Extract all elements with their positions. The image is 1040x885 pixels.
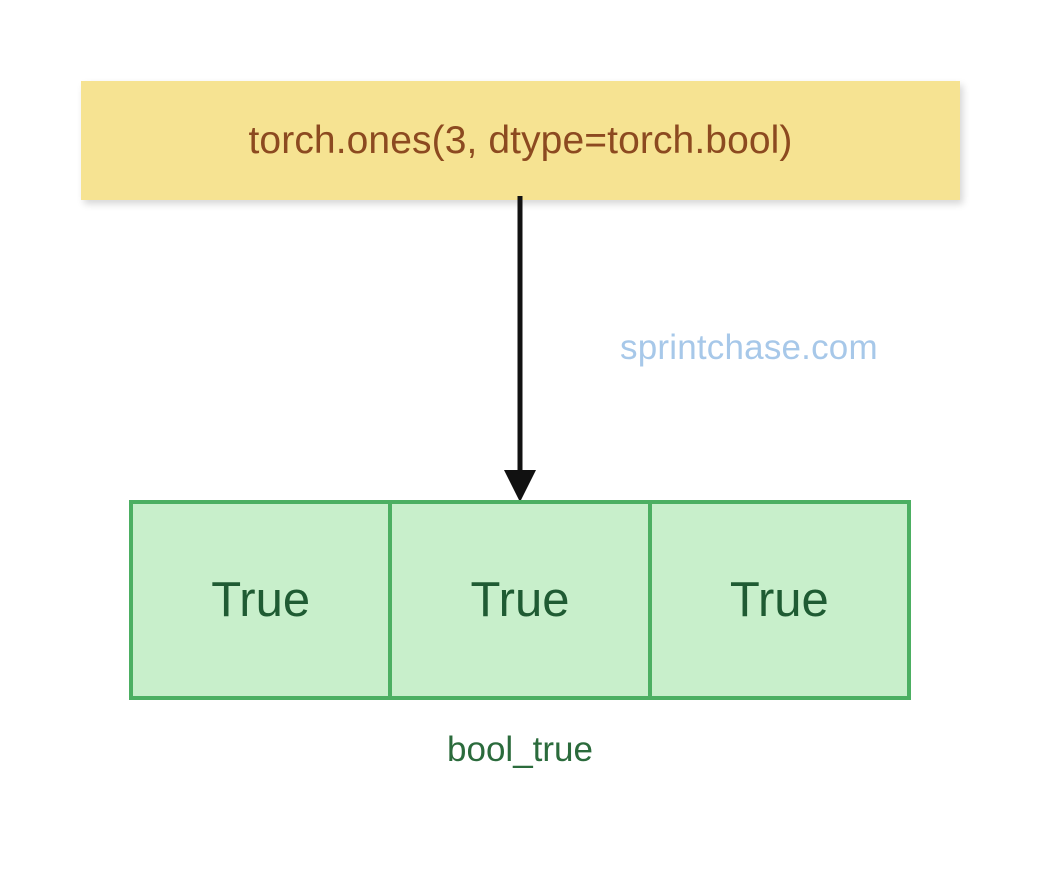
source-code-text: torch.ones(3, dtype=torch.bool) bbox=[248, 119, 793, 162]
tensor-table: True True True bbox=[129, 500, 911, 700]
tensor-cell: True bbox=[133, 504, 393, 696]
tensor-cell-value: True bbox=[729, 572, 829, 627]
tensor-cell-value: True bbox=[470, 572, 570, 627]
tensor-cell: True bbox=[392, 504, 652, 696]
tensor-cell: True bbox=[651, 504, 907, 696]
tensor-name-label: bool_true bbox=[447, 730, 593, 769]
tensor-cell-value: True bbox=[211, 572, 311, 627]
source-code-node: torch.ones(3, dtype=torch.bool) bbox=[81, 81, 960, 200]
arrow-down-icon bbox=[504, 196, 536, 502]
watermark-text: sprintchase.com bbox=[620, 328, 878, 367]
